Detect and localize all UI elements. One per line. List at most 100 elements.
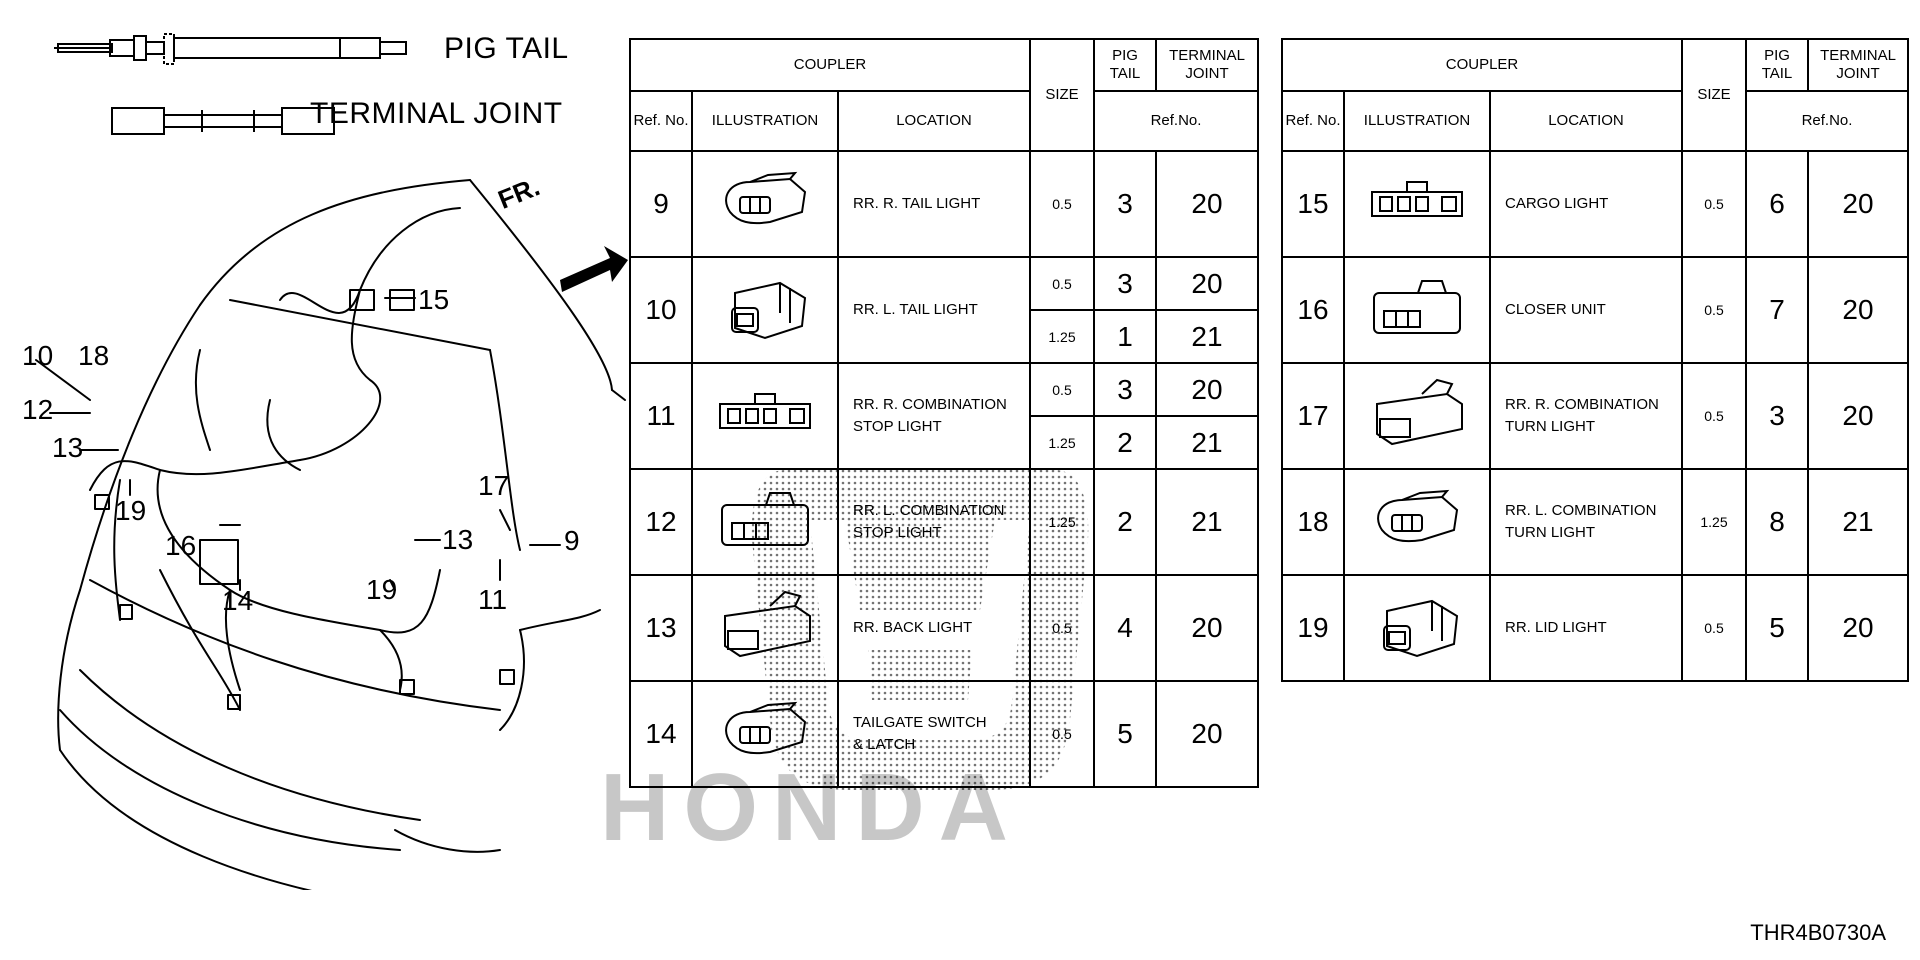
ref-number: 12 [629,468,693,576]
callout-16: 16 [165,530,197,561]
callout-19-right: 19 [366,574,398,605]
location-line: RR. L. TAIL LIGHT [853,301,978,318]
ref-number: 11 [629,362,693,470]
terminal-joint-ref: 21 [1807,468,1909,576]
pig-tail-ref: 2 [1093,415,1157,470]
connector-icon [691,468,839,576]
terminal-joint-ref: 20 [1155,680,1259,788]
wire-size: 1.25 [1029,468,1095,576]
wire-size: 0.5 [1681,574,1747,682]
callout-13-left: 13 [52,432,84,463]
location: RR. R. COMBINATION STOP LIGHT [837,362,1031,470]
pigtail-icon [54,33,407,135]
location-line: & LATCH [853,736,916,753]
connector-icon [691,256,839,364]
terminal-joint-ref: 21 [1155,309,1259,364]
wire-size: 0.5 [1681,362,1747,470]
right-table-body: COUPLER SIZE PIG TAIL TERMINAL JOINT Ref… [1281,38,1909,682]
terminal-joint-ref: 20 [1155,574,1259,682]
wire-size: 0.5 [1029,362,1095,417]
connector-icon [1343,574,1491,682]
wire-size: 0.5 [1029,574,1095,682]
callout-13-right: 13 [442,524,474,555]
location-line: CLOSER UNIT [1505,301,1606,318]
terminal-joint-header: TERMINAL JOINT [1807,38,1909,92]
tailgate-harness-diagram [35,179,628,890]
connector-icon [691,150,839,258]
location-header: LOCATION [837,90,1031,152]
terminal-joint-header: TERMINAL JOINT [1155,38,1259,92]
pig-tail-ref: 6 [1745,150,1809,258]
wire-size: 0.5 [1681,256,1747,364]
pig-tail-ref: 3 [1745,362,1809,470]
location-line: CARGO LIGHT [1505,195,1609,212]
connector-icon [691,574,839,682]
location: CLOSER UNIT [1489,256,1683,364]
callout-19-left: 19 [115,495,147,526]
wire-size: 0.5 [1681,150,1747,258]
terminal-joint-ref: 21 [1155,415,1259,470]
terminal-joint-label: TERMINAL JOINT [310,97,563,130]
location: RR. L. TAIL LIGHT [837,256,1031,364]
pig-tail-ref: 8 [1745,468,1809,576]
location-line: RR. L. COMBINATION [853,502,1005,519]
callout-14: 14 [222,585,254,616]
location-line: TURN LIGHT [1505,524,1595,541]
connector-icon [1343,256,1491,364]
connector-table-left: COUPLER SIZE PIG TAIL TERMINAL JOINT Ref… [629,38,1259,788]
pig-tail-ref: 1 [1093,309,1157,364]
wire-size: 1.25 [1029,309,1095,364]
ref-no-header: Ref. No. [629,90,693,152]
terminal-joint-ref: 21 [1155,468,1259,576]
location-line: TURN LIGHT [1505,418,1595,435]
terminal-joint-icon [112,96,292,136]
location: RR. R. TAIL LIGHT [837,150,1031,258]
pig-tail-ref: 5 [1745,574,1809,682]
pig-tail-ref: 3 [1093,256,1157,311]
callout-10: 10 [22,340,54,371]
terminal-joint-ref: 20 [1807,574,1909,682]
location: RR. LID LIGHT [1489,574,1683,682]
coupler-header: COUPLER [629,38,1031,92]
callout-15: 15 [418,284,450,315]
callout-11: 11 [478,584,508,615]
connector-icon [1343,150,1491,258]
callout-18: 18 [78,340,110,371]
pigtail-label: PIG TAIL [444,32,569,65]
pig-tail-ref: 7 [1745,256,1809,364]
wire-size: 0.5 [1029,256,1095,311]
location-line: RR. R. COMBINATION [853,396,1007,413]
pig-tail-ref: 4 [1093,574,1157,682]
left-table-body: COUPLER SIZE PIG TAIL TERMINAL JOINT Ref… [629,38,1259,788]
ref-number: 17 [1281,362,1345,470]
ref-number: 13 [629,574,693,682]
pig-tail-header: PIG TAIL [1093,38,1157,92]
location-line: RR. BACK LIGHT [853,619,973,636]
location-line: STOP LIGHT [853,418,942,435]
callout-12: 12 [22,394,54,425]
pig-tail-ref: 5 [1093,680,1157,788]
honda-watermark-text: HONDA [600,754,1022,861]
document-code: THR4B0730A [1750,920,1886,945]
location-line: RR. L. COMBINATION [1505,502,1657,519]
connector-icon [691,362,839,470]
location-line: RR. R. TAIL LIGHT [853,195,981,212]
terminal-joint-ref: 20 [1807,362,1909,470]
pig-tail-header: PIG TAIL [1745,38,1809,92]
pig-tail-ref: 3 [1093,362,1157,417]
illustration-header: ILLUSTRATION [1343,90,1491,152]
location: CARGO LIGHT [1489,150,1683,258]
terminal-joint-ref: 20 [1155,150,1259,258]
wire-size: 1.25 [1029,415,1095,470]
ref-number: 15 [1281,150,1345,258]
location-line: TAILGATE SWITCH [853,714,987,731]
